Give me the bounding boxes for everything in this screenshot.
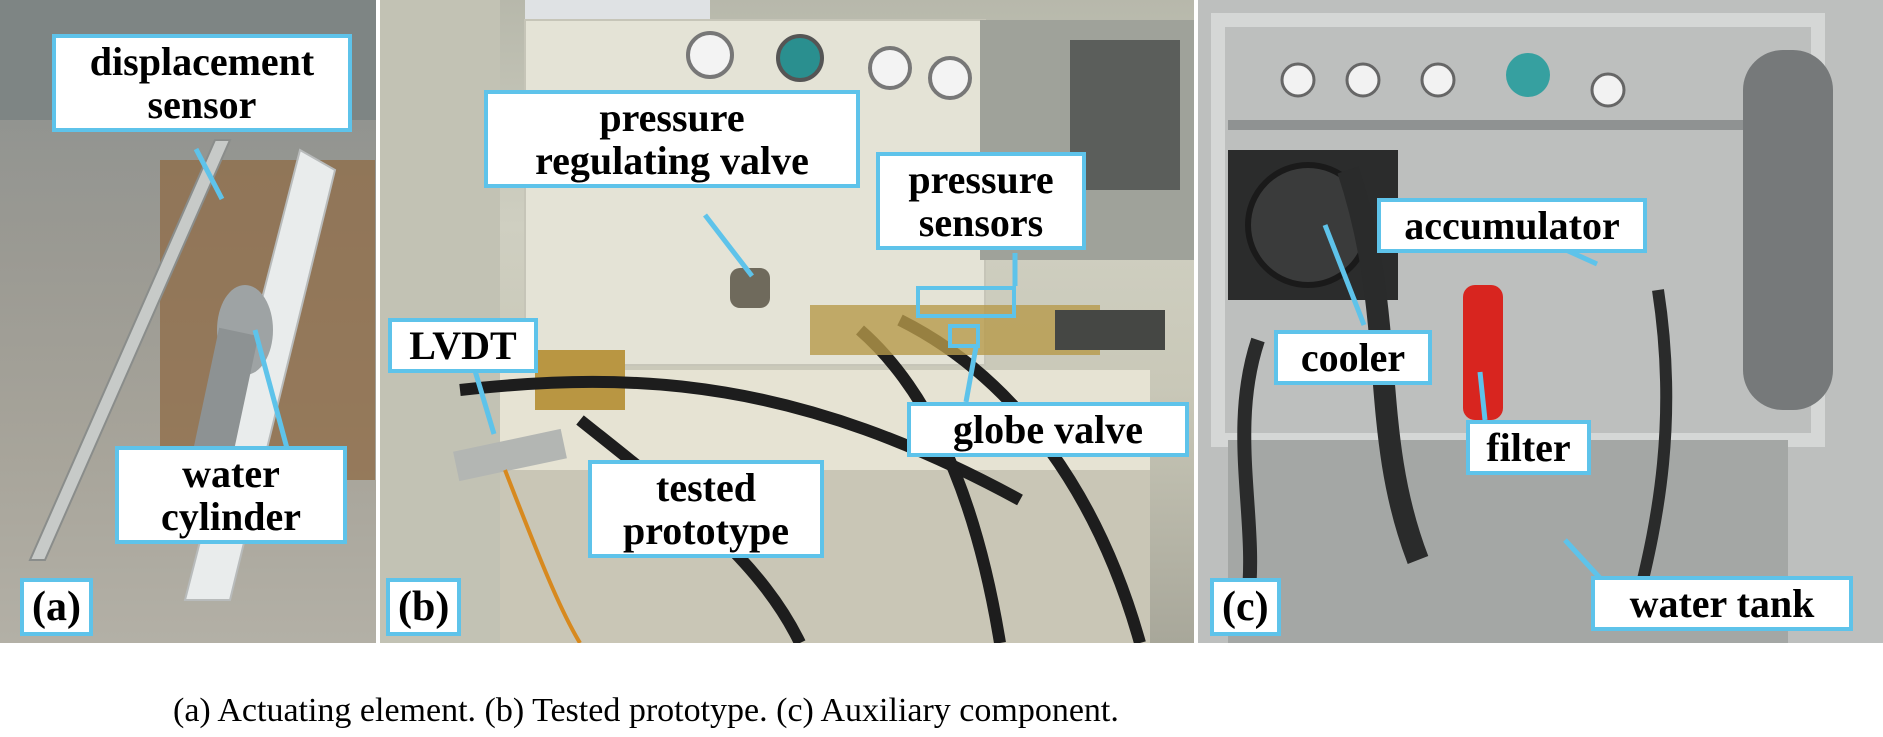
panel-tag-a: (a): [20, 578, 93, 636]
slide-rail: [28, 139, 232, 561]
label-pressure-regulating-valve-text: pressure regulating valve: [535, 95, 809, 184]
figure-caption: (a) Actuating element. (b) Tested protot…: [173, 692, 1119, 729]
label-globe-valve: globe valve: [907, 402, 1189, 458]
pressure-gauge-4: [928, 56, 972, 100]
return-hose: [1632, 289, 1673, 602]
label-pressure-sensors: pressure sensors: [876, 152, 1086, 251]
panel-tag-c: (c): [1210, 578, 1281, 636]
label-lvdt: LVDT: [388, 318, 538, 374]
gauge-1: [1280, 62, 1316, 98]
gauge-3: [1420, 62, 1456, 98]
label-accumulator: accumulator: [1377, 198, 1647, 254]
label-tested-prototype: tested prototype: [588, 460, 824, 559]
auxiliary-component-scene: [1198, 0, 1883, 643]
pressure-gauge-3: [868, 46, 912, 90]
side-hose: [1237, 337, 1265, 601]
gauge-2: [1345, 62, 1381, 98]
label-filter: filter: [1466, 420, 1591, 476]
label-displacement-sensor: displacement sensor: [52, 34, 352, 133]
label-displacement-sensor-text: displacement sensor: [89, 39, 315, 128]
photo-auxiliary-component: [1198, 0, 1883, 643]
label-water-cylinder: water cylinder: [115, 446, 347, 545]
digital-display-unit: [1055, 310, 1165, 350]
window-pane: [1070, 40, 1180, 190]
accumulator-vessel: [1743, 50, 1833, 410]
hose-3: [856, 325, 1006, 643]
pressure-gauge-2: [776, 34, 824, 82]
label-pressure-regulating-valve: pressure regulating valve: [484, 90, 860, 189]
pressure-gauge-1: [686, 31, 734, 79]
upper-rail: [1228, 120, 1788, 130]
panel-tag-b: (b): [386, 578, 462, 636]
label-tested-prototype-text: tested prototype: [623, 465, 789, 554]
label-pressure-sensors-text: pressure sensors: [908, 157, 1054, 246]
signal-cable: [503, 469, 582, 643]
label-cooler: cooler: [1274, 330, 1432, 386]
gauge-4: [1590, 72, 1626, 108]
filter-canister: [1463, 285, 1503, 420]
transmitter-head: [1506, 53, 1550, 97]
lvdt-body: [453, 428, 567, 482]
label-water-cylinder-text: water cylinder: [161, 451, 301, 540]
regulating-valve-knob: [730, 268, 770, 308]
label-water-tank: water tank: [1591, 576, 1853, 632]
